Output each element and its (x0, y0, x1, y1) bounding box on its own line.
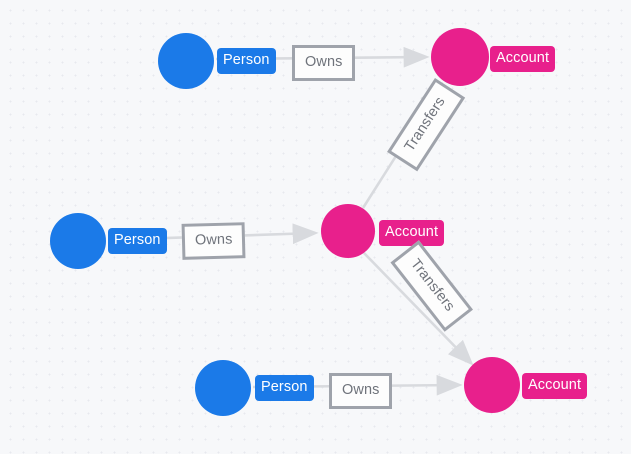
graph-node-account-2[interactable] (321, 204, 375, 258)
graph-node-account-1[interactable] (431, 28, 489, 86)
graph-node-person-3[interactable] (195, 360, 251, 416)
node-label-person-3[interactable]: Person (255, 375, 314, 401)
node-label-account-2[interactable]: Account (379, 220, 445, 246)
edge-label-owns-1[interactable]: Owns (292, 45, 356, 81)
edge-label-transfers-1[interactable]: Transfers (387, 78, 465, 172)
graph-node-account-3[interactable] (464, 357, 520, 413)
graph-node-person-2[interactable] (50, 213, 106, 269)
node-label-person-2[interactable]: Person (108, 228, 167, 254)
edge-label-transfers-2[interactable]: Transfers (390, 240, 473, 332)
edge-label-owns-3[interactable]: Owns (329, 373, 393, 409)
node-label-person-1[interactable]: Person (217, 48, 276, 74)
edge-label-owns-2[interactable]: Owns (181, 222, 246, 260)
vertical-scrollbar-gutter[interactable] (631, 0, 638, 454)
graph-node-person-1[interactable] (158, 33, 214, 89)
node-label-account-3[interactable]: Account (522, 373, 588, 399)
node-label-account-1[interactable]: Account (490, 46, 556, 72)
